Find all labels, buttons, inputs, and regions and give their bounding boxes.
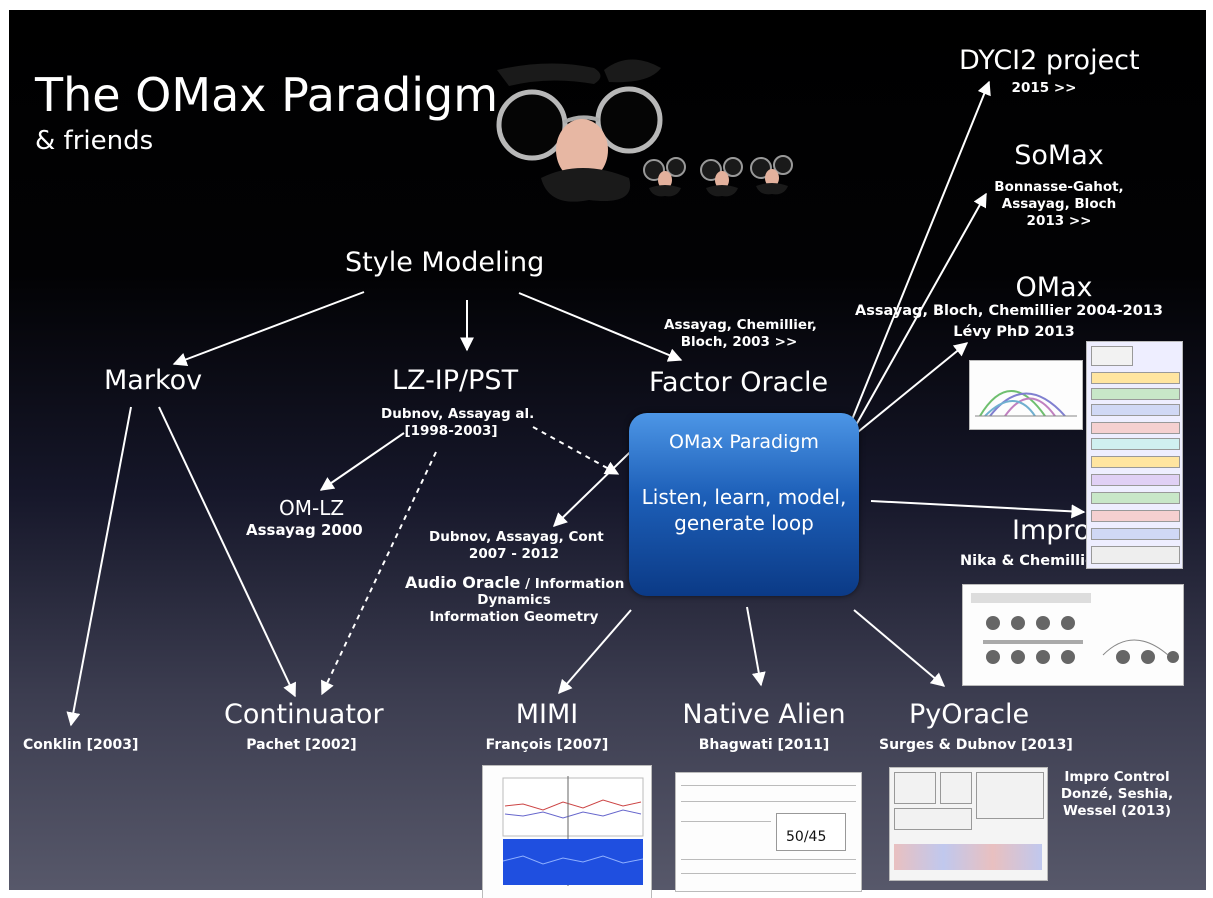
factor-oracle-authors: Assayag, Chemillier, [664,317,817,333]
mimi-authors: François [2007] [485,737,609,753]
improtek-diagram-thumbnail [962,584,1184,686]
small-glasses-illustration [643,155,793,197]
pyoracle-authors: Surges & Dubnov [2013] [879,737,1073,753]
slide: { "title": "The OMax Paradigm", "subtitl… [9,10,1206,898]
node-somax: SoMax [1014,140,1104,171]
pyoracle-screenshot-thumbnail [889,767,1048,881]
omax-patch-thumbnail [1086,341,1183,569]
audio-oracle-line1: Audio Oracle / Information [405,574,624,593]
factor-oracle-years: Bloch, 2003 >> [680,334,798,350]
groucho-glasses-illustration [496,59,663,202]
node-conklin: Conklin [2003] [23,737,139,753]
audio-oracle-authors: Dubnov, Assayag, Cont [429,529,604,545]
arrow-lzip-to-omlz [319,432,405,491]
impro-control-authors1: Donzé, Seshia, [1060,786,1174,802]
arrow-box-to-pyoracle [853,609,946,687]
connector-arrows [66,59,1086,727]
omax-paradigm-box: OMax Paradigm Listen, learn, model, gene… [629,413,859,596]
arrow-to-omax [852,342,969,437]
node-om-lz: OM-LZ [279,496,345,520]
mimi-screenshot-thumbnail [482,765,652,898]
dyci2-year: 2015 >> [1011,80,1077,96]
audio-oracle-line2: Dynamics [477,592,551,608]
node-lzip: LZ-IP/PST [392,365,519,396]
paradigm-line2: generate loop [674,511,814,535]
somax-authors1: Bonnasse-Gahot, [994,179,1124,195]
somax-authors2: Assayag, Bloch [1001,196,1117,212]
arrow-box-to-improtek [870,500,1086,519]
pyoracle-waveform [894,844,1042,870]
node-markov: Markov [104,365,203,396]
lzip-years: [1998-2003] [404,423,498,439]
node-continuator: Continuator [224,699,384,730]
omax-authors: Assayag, Bloch, Chemillier 2004-2013 [855,303,1164,319]
arrow-markov-to-continuator [158,406,296,698]
audio-oracle-line3: Information Geometry [429,609,599,625]
native-alien-screenshot-thumbnail: 50/45 [675,772,862,892]
node-dyci2: DYCI2 project [959,45,1140,76]
om-lz-authors: Assayag 2000 [246,521,363,539]
arrow-style-to-markov [172,291,365,367]
impro-control-title: Impro Control [1064,769,1170,785]
audio-oracle-years: 2007 - 2012 [468,546,560,562]
omax-phd: Lévy PhD 2013 [953,324,1075,340]
dashed-arrow-lzip-to-paradigm [532,426,620,475]
node-omax: OMax [1015,272,1093,303]
node-native-alien: Native Alien [682,699,846,730]
native-alien-authors: Bhagwati [2011] [698,737,830,753]
impro-control-authors2: Wessel (2013) [1062,803,1172,819]
native-alien-counter: 50/45 [786,829,827,845]
lzip-authors: Dubnov, Assayag al. [381,406,535,422]
node-style-modeling: Style Modeling [345,247,545,278]
node-mimi: MIMI [515,699,579,730]
audio-oracle-title: Audio Oracle [405,573,521,592]
dashed-arrow-lzip-to-continuator [321,451,437,696]
paradigm-line1: Listen, learn, model, [641,485,847,509]
page-title: The OMax Paradigm [35,68,499,122]
arrow-box-to-native-alien [746,606,766,687]
node-pyoracle: PyOracle [908,699,1030,730]
arrow-to-somax [850,192,987,435]
somax-year: 2013 >> [1026,213,1092,229]
arrow-style-to-factor-oracle [518,292,683,362]
arrow-markov-to-conklin [66,406,132,727]
audio-oracle-info: / Information [520,576,625,592]
page-subtitle: & friends [35,126,154,156]
omax-arc-graph-thumbnail [969,360,1083,430]
arrow-box-to-mimi [558,609,632,695]
paradigm-title: OMax Paradigm [669,431,819,453]
node-factor-oracle: Factor Oracle [649,367,829,398]
arrow-to-dyci2 [846,80,991,433]
continuator-authors: Pachet [2002] [246,737,357,753]
